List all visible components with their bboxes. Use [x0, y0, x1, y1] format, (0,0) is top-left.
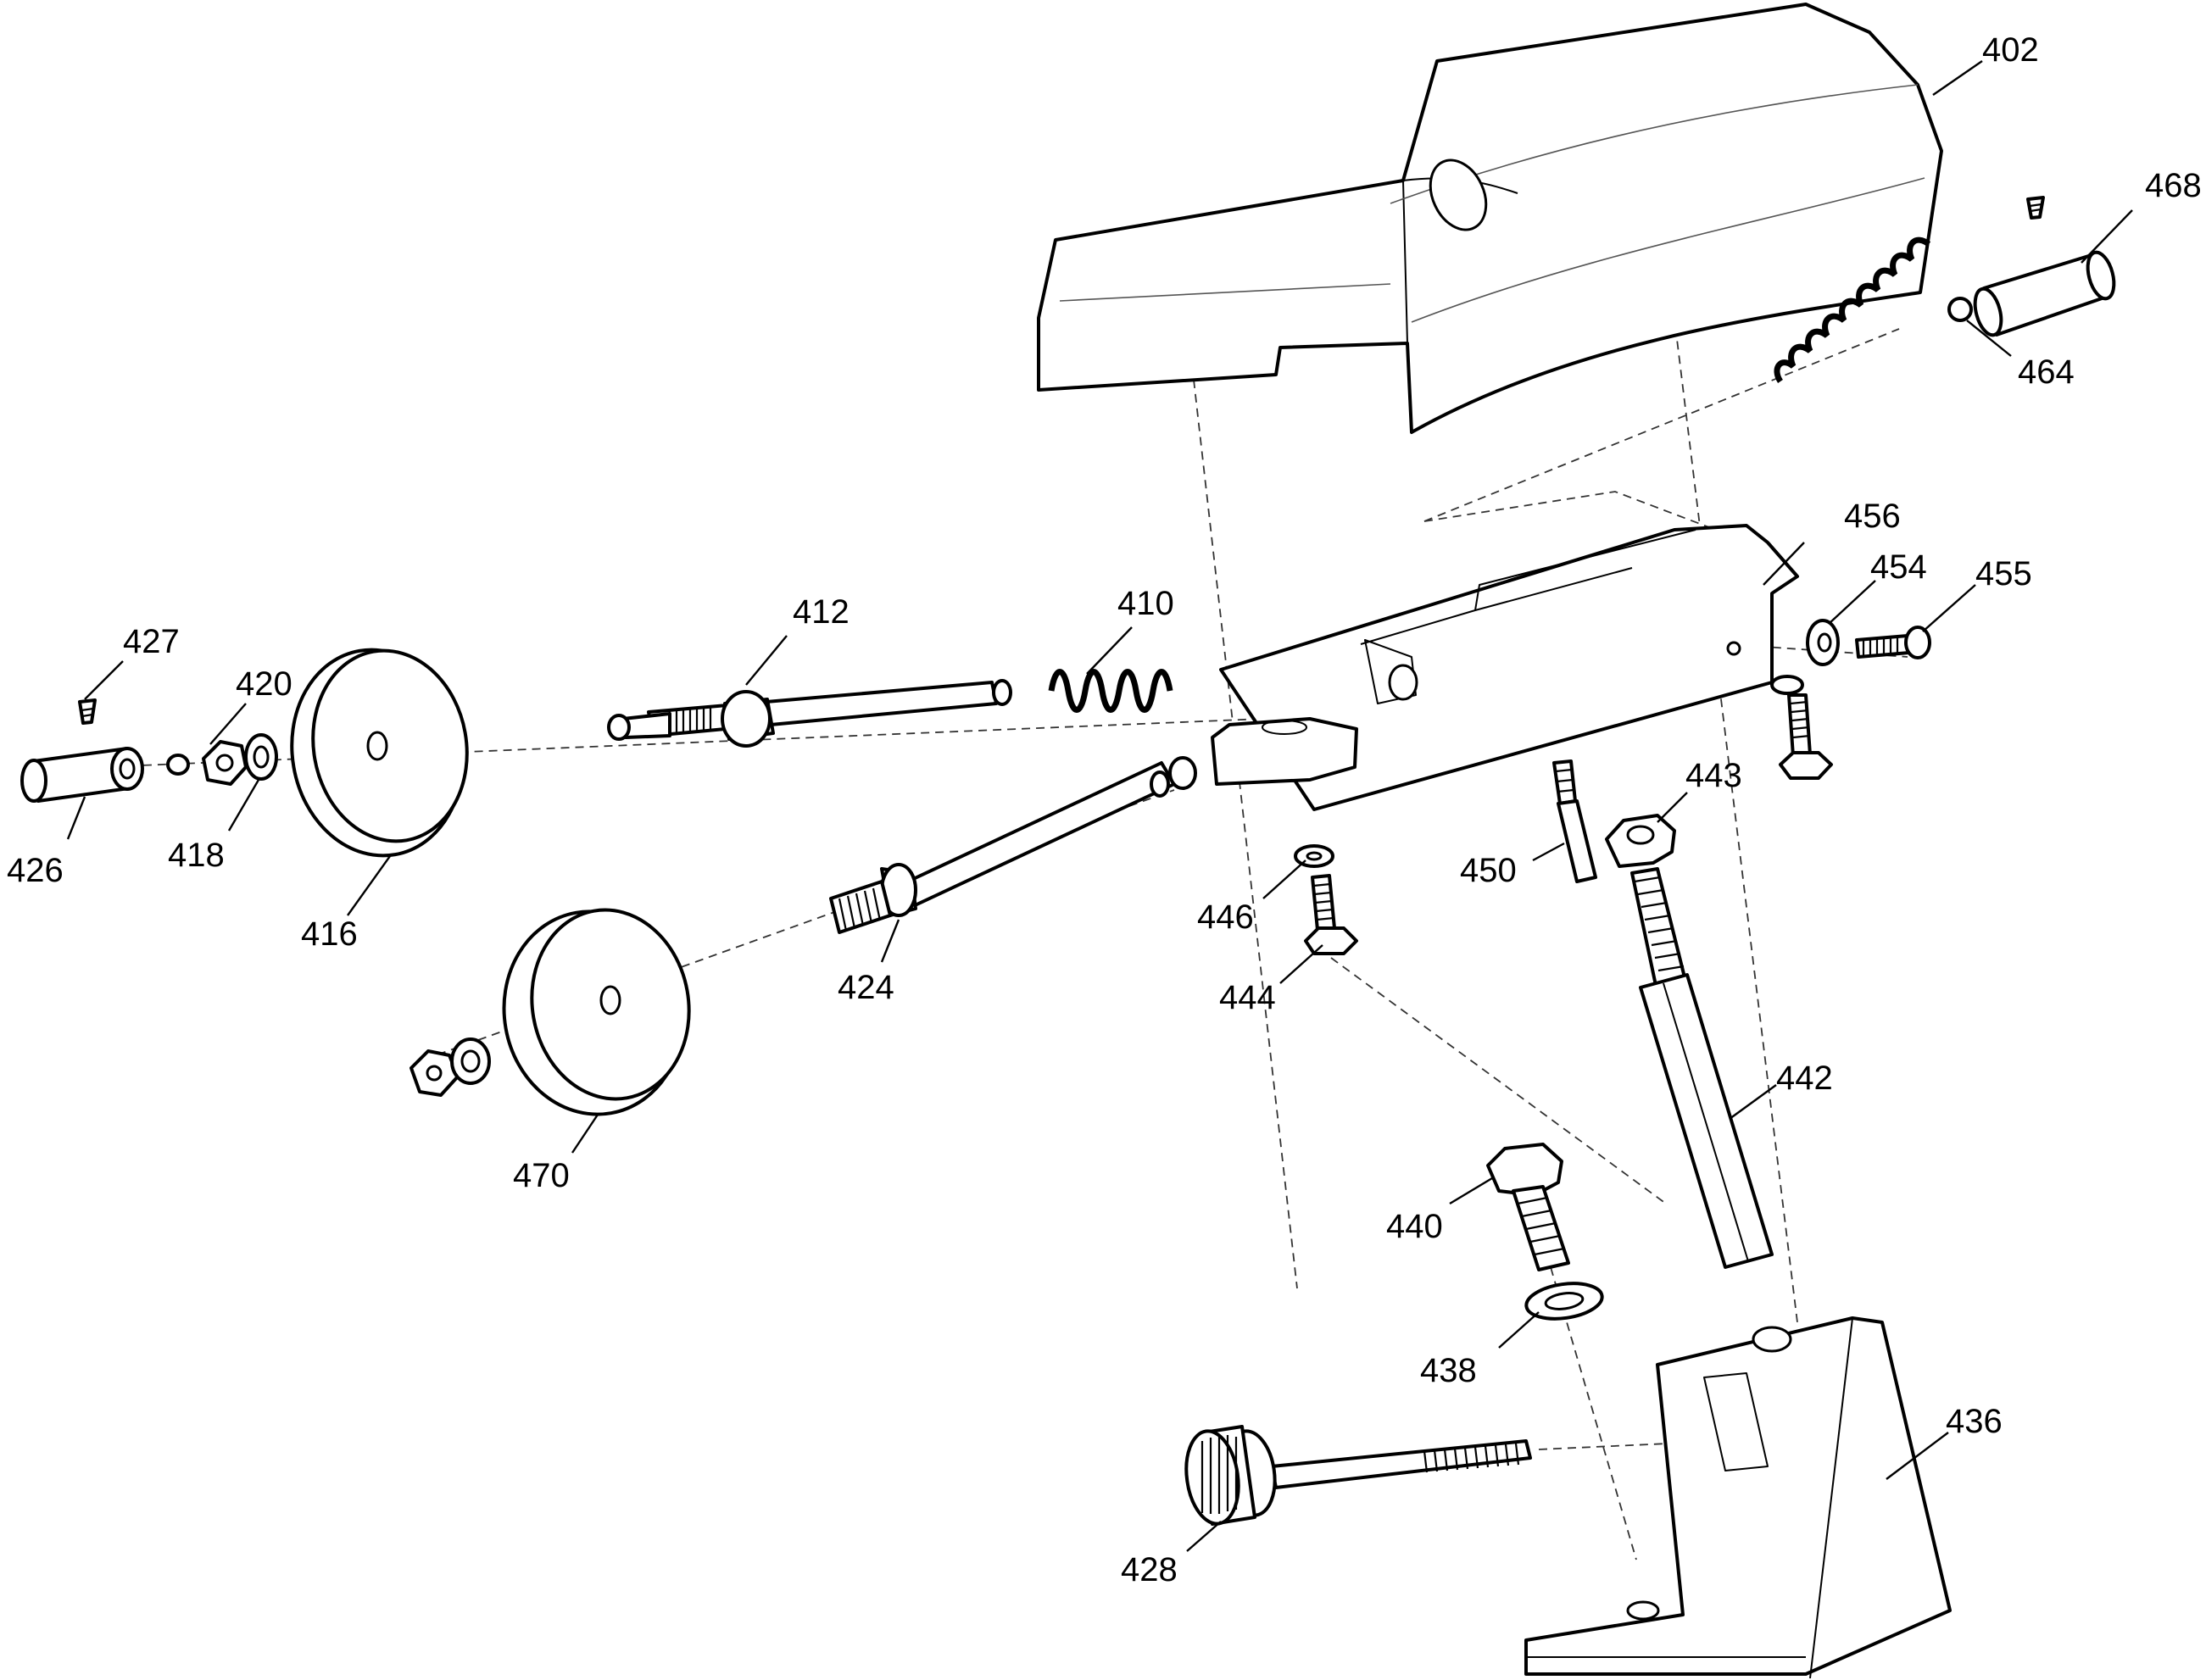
part-412-shaft [607, 679, 1012, 748]
label-455: 455 [1975, 555, 2032, 592]
label-440: 440 [1386, 1208, 1443, 1245]
label-470: 470 [513, 1157, 570, 1194]
label-402: 402 [1982, 31, 2039, 69]
label-444: 444 [1219, 979, 1276, 1016]
label-424: 424 [838, 969, 894, 1006]
part-o-ring [166, 754, 190, 776]
label-427: 427 [123, 623, 180, 660]
assembly-centerlines [99, 283, 1908, 1560]
part-470-wheel [502, 908, 691, 1116]
part-402-cover [1037, 3, 1943, 434]
label-410: 410 [1117, 585, 1174, 622]
label-412: 412 [793, 593, 850, 631]
part-443-nut [1605, 814, 1676, 868]
label-418: 418 [168, 837, 225, 874]
part-screw-right [1770, 675, 1833, 780]
label-450: 450 [1460, 852, 1517, 889]
part-438-washer [1524, 1282, 1604, 1321]
part-464-ball [1947, 297, 1973, 322]
part-420-nut [202, 740, 248, 786]
part-424-shaft [829, 756, 1197, 934]
part-455-screw [1855, 626, 1931, 659]
label-438: 438 [1420, 1352, 1477, 1389]
part-440-bolt [1486, 1143, 1570, 1271]
part-470-nut-and-washer [409, 1037, 491, 1097]
part-416-wheel [290, 648, 469, 858]
label-443: 443 [1685, 757, 1742, 794]
part-418-washer [244, 733, 278, 781]
part-454-washer [1806, 619, 1840, 666]
label-428: 428 [1121, 1551, 1178, 1588]
part-450-stud [1552, 759, 1597, 883]
part-427-set-screw [78, 698, 97, 725]
label-442: 442 [1776, 1060, 1833, 1097]
callout-labels: 402 468 464 456 454 455 412 410 427 420 … [7, 31, 2202, 1588]
label-420: 420 [236, 665, 292, 703]
label-468: 468 [2145, 167, 2202, 204]
part-444-screw [1304, 874, 1358, 955]
part-410-spring [1045, 669, 1173, 713]
label-416: 416 [301, 915, 358, 953]
label-456: 456 [1844, 498, 1901, 535]
label-436: 436 [1946, 1403, 2003, 1440]
leader-lines [66, 60, 2133, 1552]
label-426: 426 [7, 852, 64, 889]
label-454: 454 [1870, 548, 1927, 586]
part-428-knob-screw [1184, 1425, 1532, 1526]
part-468-plunger [1973, 196, 2116, 337]
label-464: 464 [2018, 353, 2075, 391]
part-442-post [1630, 867, 1774, 1269]
part-426-pin [20, 747, 144, 803]
part-spring-upper [1774, 236, 1931, 383]
part-456-slide-block [1211, 524, 1799, 811]
part-436-bracket [1524, 1316, 1952, 1679]
label-446: 446 [1197, 898, 1254, 936]
